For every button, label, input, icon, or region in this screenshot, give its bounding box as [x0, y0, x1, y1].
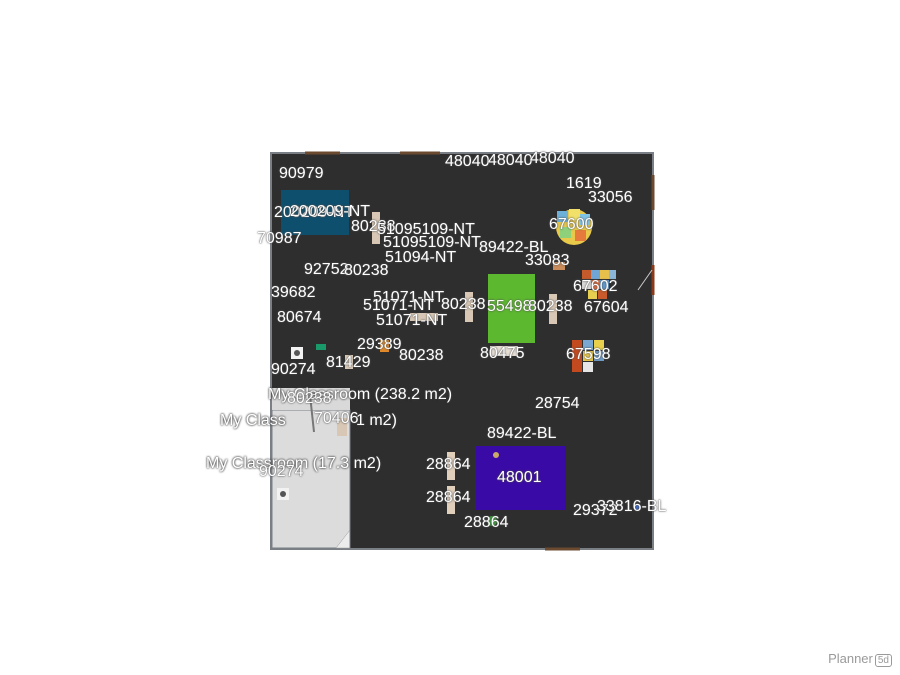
furniture-piece — [549, 294, 557, 324]
item-label: 55498 — [487, 298, 532, 315]
shelf-blocks-upper — [582, 270, 616, 299]
item-label: 70987 — [257, 230, 302, 247]
door-swing — [637, 269, 653, 291]
purple-rug — [476, 446, 566, 510]
room-label-main: My Classroom (238.2 m2) — [268, 386, 453, 403]
item-label: 1619 — [566, 175, 602, 192]
item-label: 89422-BL — [479, 239, 549, 256]
item-label: 48040 — [488, 152, 533, 169]
room-label-hall-left: My Class — [220, 412, 286, 429]
furniture-piece — [465, 292, 473, 322]
item-label: 29372 — [573, 502, 618, 519]
item-label: 92752 — [304, 261, 349, 278]
item-label: 51095109-NT — [383, 234, 481, 251]
item-label: 67604 — [584, 299, 629, 316]
furniture-piece — [345, 355, 353, 369]
furniture-piece — [447, 452, 455, 480]
item-label: 80238 — [441, 296, 486, 313]
furniture-piece — [337, 418, 347, 436]
item-label: 29389 — [357, 336, 402, 353]
shelf-blocks-lower — [572, 340, 604, 372]
furniture-piece — [447, 486, 455, 514]
item-label: 48040 — [445, 153, 490, 170]
furniture-piece — [553, 262, 565, 270]
round-carpet — [556, 209, 592, 245]
item-label: 89422-BL — [487, 425, 557, 442]
furniture-piece — [490, 346, 518, 356]
item-label: 28864 — [464, 514, 509, 531]
item-label: 67602 — [573, 278, 618, 295]
item-label: 67600 — [549, 216, 594, 233]
hall-divider — [309, 394, 315, 433]
item-label: 28864 — [426, 489, 471, 506]
item-label: 48040 — [530, 150, 575, 167]
item-label: 90274 — [259, 463, 304, 480]
item-label: 80238 — [344, 262, 389, 279]
watermark-text: Planner — [828, 651, 873, 666]
item-label: 80238 — [287, 390, 332, 407]
furniture-piece — [316, 344, 326, 350]
item-label: 200209-NT — [274, 204, 355, 221]
item-label: 80475 — [480, 345, 525, 362]
item-label: 200209-NT — [290, 203, 371, 220]
item-label: 80238 — [399, 347, 444, 364]
furniture-piece — [493, 452, 499, 458]
item-label: 90274 — [271, 361, 316, 378]
item-label: 51095109-NT — [377, 221, 475, 238]
furniture-piece — [487, 516, 497, 526]
room-label-hall-right: 1 m2) — [356, 412, 397, 429]
item-label: 51071-NT — [363, 297, 435, 314]
item-label: 28754 — [535, 395, 580, 412]
furniture-piece — [372, 212, 380, 244]
item-label: 33083 — [525, 252, 570, 269]
item-label: 70406 — [314, 410, 359, 427]
furniture-piece — [380, 340, 389, 352]
item-label: 81429 — [326, 354, 371, 371]
item-label: 39682 — [271, 284, 316, 301]
item-label: 33816-BL — [597, 498, 667, 515]
item-label: 80238 — [351, 218, 396, 235]
item-label: 80674 — [277, 309, 322, 326]
item-label: 51094-NT — [385, 249, 457, 266]
item-label: 28864 — [426, 456, 471, 473]
room-label-small: My Classroom (17.3 m2) — [206, 455, 382, 472]
item-label: 51071-NT — [376, 312, 448, 329]
furniture-piece — [280, 491, 286, 497]
item-label: 51071-NT — [373, 289, 445, 306]
furniture-piece — [410, 313, 438, 321]
item-label: 90979 — [279, 165, 324, 182]
furniture-piece — [633, 504, 639, 510]
item-label: 33056 — [588, 189, 633, 206]
item-label: 67598 — [566, 346, 611, 363]
item-label: 48001 — [497, 469, 542, 486]
item-label: 80238 — [528, 298, 573, 315]
watermark-badge: 5d — [874, 654, 892, 667]
teal-rug — [281, 190, 349, 235]
furniture-piece — [294, 350, 300, 356]
green-rug — [488, 274, 535, 343]
